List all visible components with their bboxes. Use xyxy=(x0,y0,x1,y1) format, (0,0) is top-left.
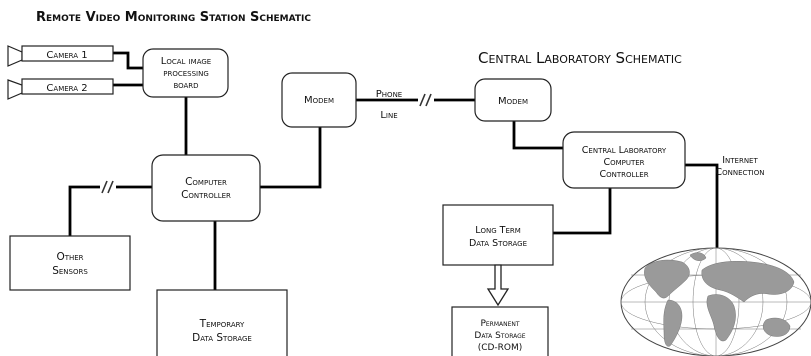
other-sensors: Other Sensors xyxy=(9,235,131,291)
central-modem-label: Modem xyxy=(498,96,528,107)
board-label-line-1: Local image xyxy=(161,56,211,67)
phone-line-label-2: Line xyxy=(380,110,397,121)
other-sensors-line-2: Sensors xyxy=(52,265,88,277)
break-marks xyxy=(100,93,434,194)
camera-1-label: Camera 1 xyxy=(46,50,87,61)
board-label-line-2: processing xyxy=(163,68,209,79)
camera-2: Camera 2 xyxy=(7,78,114,100)
central-controller-line-2: Computer xyxy=(603,157,644,168)
local-processing-board: Local image processing board xyxy=(142,48,229,98)
long-term-line-1: Long Term xyxy=(475,225,521,236)
temp-storage-line-1: Temporary xyxy=(199,318,245,330)
internet-label-1: Internet xyxy=(722,155,758,166)
camera-1: Camera 1 xyxy=(7,45,114,67)
permanent-line-1: Permanent xyxy=(480,319,519,329)
computer-controller-line-1: Computer xyxy=(185,176,227,188)
central-computer-controller: Central Laboratory Computer Controller xyxy=(562,131,686,189)
connection-wires xyxy=(68,51,719,292)
other-sensors-line-1: Other xyxy=(56,251,83,263)
phone-line-label-1: Phone xyxy=(376,89,402,100)
central-modem: Modem xyxy=(474,78,552,122)
remote-modem-label: Modem xyxy=(304,95,334,106)
remote-modem: Modem xyxy=(281,72,357,128)
archive-arrow xyxy=(486,264,510,307)
permanent-data-storage: Permanent Data Storage (CD-ROM) xyxy=(451,306,549,356)
temporary-data-storage: Temporary Data Storage xyxy=(156,289,288,356)
central-controller-line-1: Central Laboratory xyxy=(582,145,667,156)
permanent-line-2: Data Storage xyxy=(474,331,525,341)
long-term-data-storage: Long Term Data Storage xyxy=(442,204,554,266)
camera-2-label: Camera 2 xyxy=(46,83,87,94)
board-label-line-3: board xyxy=(173,80,198,91)
long-term-line-2: Data Storage xyxy=(469,238,527,249)
permanent-line-3: (CD-ROM) xyxy=(478,343,523,353)
computer-controller-line-2: Controller xyxy=(181,189,231,201)
computer-controller: Computer Controller xyxy=(151,154,261,222)
central-controller-line-3: Controller xyxy=(599,169,648,180)
internet-label-2: Connection xyxy=(715,167,764,178)
central-lab-title: Central Laboratory Schematic xyxy=(478,49,682,67)
temp-storage-line-2: Data Storage xyxy=(192,332,252,344)
remote-station-title: Remote Video Monitoring Station Schemati… xyxy=(36,10,311,25)
world-map-icon xyxy=(620,247,811,356)
